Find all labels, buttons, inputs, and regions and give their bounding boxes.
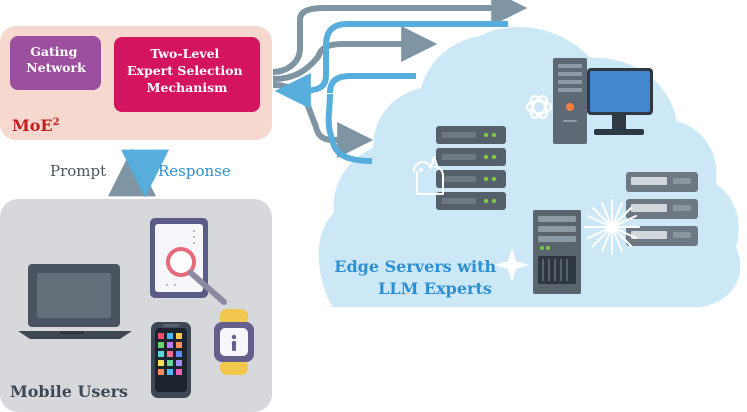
laptop-icon xyxy=(18,264,132,339)
expert-selection-line-2: Expert Selection xyxy=(127,63,243,78)
prompt-label: Prompt xyxy=(50,162,106,180)
gating-network-shape xyxy=(10,36,101,90)
expert-selection-line-3: Mechanism xyxy=(147,80,228,95)
communication-arrows xyxy=(272,0,528,164)
blue-route-top xyxy=(274,21,508,109)
response-label: Response xyxy=(158,162,231,180)
moe-title: MoE2 xyxy=(12,116,60,135)
gating-network-box: Gating Network xyxy=(10,36,101,90)
magnifier-icon xyxy=(166,247,227,305)
blue-route-bottom xyxy=(325,93,373,164)
smartphone-icon xyxy=(151,322,191,398)
moe-title-superscript: 2 xyxy=(53,117,60,128)
server-rack-icon xyxy=(533,210,581,294)
sparkle-icon xyxy=(495,248,529,282)
expert-selection-box: Two-Level Expert Selection Mechanism xyxy=(114,37,260,112)
mobile-users-label: Mobile Users xyxy=(10,382,128,401)
expert-selection-shape xyxy=(114,37,260,112)
prompt-response-links: Prompt Response xyxy=(50,148,231,198)
openai-logo-icon xyxy=(525,95,553,119)
edge-servers-label: Edge Servers with LLM Experts xyxy=(334,257,501,298)
mobile-users-panel: Mobile Users xyxy=(0,199,272,412)
server-rack-icon xyxy=(626,172,698,246)
gating-network-line-1: Gating xyxy=(30,44,77,59)
edge-servers-line-2: LLM Experts xyxy=(378,279,492,298)
gating-network-line-2: Network xyxy=(26,60,86,75)
monitor-icon xyxy=(587,68,653,135)
svg-text:Two-Level Expert Sel: Two-Level Expert Selection Mechanism xyxy=(127,46,247,95)
server-rack-icon xyxy=(436,126,506,210)
gray-route-top xyxy=(272,0,528,75)
starburst-icon xyxy=(584,199,640,255)
svg-text:Gating Network: Gating Network xyxy=(26,44,86,75)
expert-selection-line-1: Two-Level xyxy=(150,46,219,61)
smartwatch-icon xyxy=(214,309,254,375)
desktop-tower-icon xyxy=(553,58,587,144)
edge-servers-line-1: Edge Servers with xyxy=(334,257,496,276)
blue-route-middle xyxy=(327,73,416,94)
llama-icon xyxy=(413,156,444,195)
moe-title-text: MoE xyxy=(12,116,53,135)
moe-panel: Gating Network Two-Level Expert Selectio… xyxy=(0,26,272,140)
